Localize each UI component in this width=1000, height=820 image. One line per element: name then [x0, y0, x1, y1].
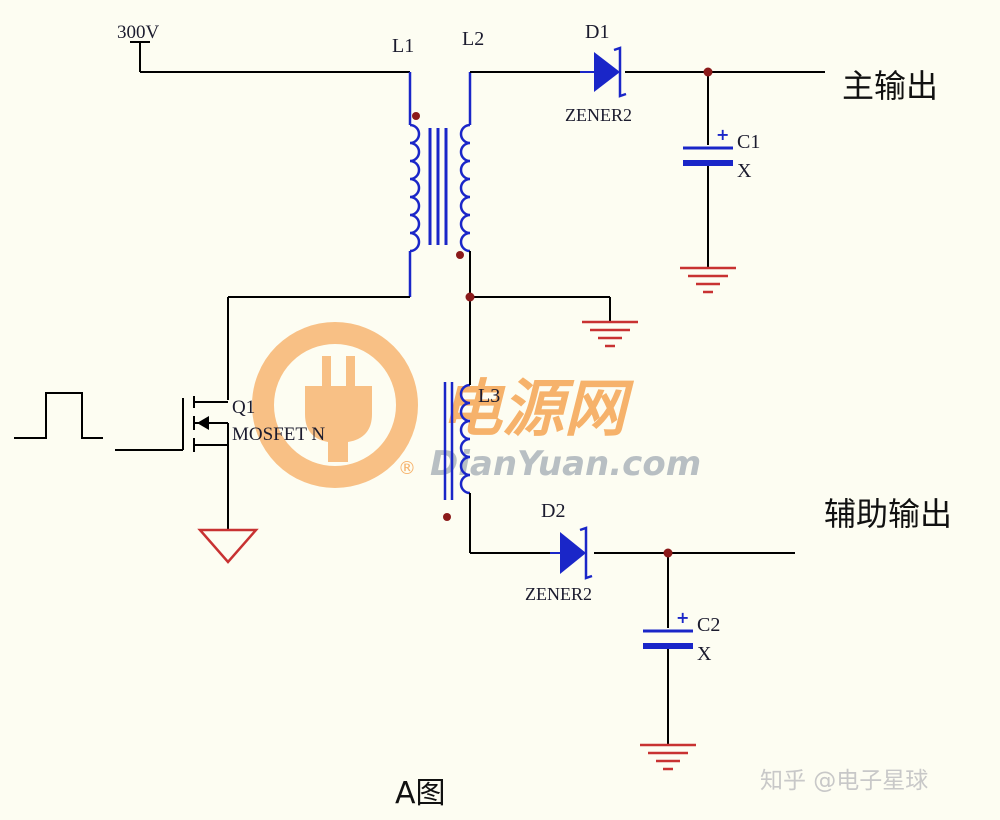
figure-caption: A图 [395, 776, 446, 811]
credit-watermark: 知乎 @电子星球 [760, 768, 928, 794]
main-output-label: 主输出 [842, 67, 938, 105]
capacitor-c1 [683, 146, 733, 166]
d2-part: ZENER2 [525, 584, 592, 604]
transformer [408, 72, 472, 521]
polarity-dot-l1 [412, 112, 420, 120]
c2-ref: C2 [697, 614, 720, 636]
l3-label: L3 [478, 385, 500, 407]
junction-dot-main [703, 67, 713, 77]
q1-ref: Q1 [232, 397, 255, 418]
ground-center [582, 320, 638, 348]
watermark-ring [252, 322, 418, 488]
supply-300v [130, 41, 410, 73]
diode-d1 [580, 46, 627, 98]
capacitor-c2 [643, 629, 693, 649]
drain-wire [227, 296, 410, 400]
transformer-core [428, 128, 448, 245]
c1-polarity: + [716, 125, 729, 144]
main-output-wires [470, 71, 825, 268]
aux-output-wires [469, 493, 795, 745]
polarity-dot-l3 [443, 513, 451, 521]
c2-value: X [697, 643, 712, 665]
q1-part: MOSFET N [232, 424, 325, 445]
watermark-brand-cn: 电源网 [440, 372, 635, 445]
ground-c1 [680, 266, 736, 294]
mosfet-q1 [115, 396, 229, 530]
center-tap-wires [469, 251, 611, 385]
primary-winding-l1 [408, 72, 421, 297]
junction-dot-aux [663, 548, 673, 558]
watermark-brand-en: DianYuan.com [430, 444, 701, 484]
d2-ref: D2 [541, 500, 565, 522]
diode-d2 [550, 526, 593, 580]
c2-polarity: + [676, 608, 689, 627]
junction-dot-center [465, 292, 475, 302]
ground-c2 [640, 743, 696, 771]
mosfet-arrow-icon [197, 416, 209, 430]
d1-part: ZENER2 [565, 105, 632, 125]
aux-output-label: 辅助输出 [824, 495, 952, 533]
watermark-registered-mark: ® [398, 458, 416, 479]
supply-label: 300V [117, 22, 160, 43]
d1-ref: D1 [585, 21, 609, 43]
watermark: 电源网 DianYuan.com ® [252, 322, 701, 488]
c1-value: X [737, 160, 752, 182]
pulse-input-waveform [14, 392, 103, 439]
plug-icon [305, 356, 372, 462]
l1-label: L1 [392, 35, 414, 57]
l2-label: L2 [462, 28, 484, 50]
polarity-dot-l2 [456, 251, 464, 259]
ground-mosfet [197, 528, 259, 564]
aux-winding-l3 [443, 382, 471, 500]
c1-ref: C1 [737, 131, 760, 153]
secondary-winding-l2 [459, 72, 472, 253]
